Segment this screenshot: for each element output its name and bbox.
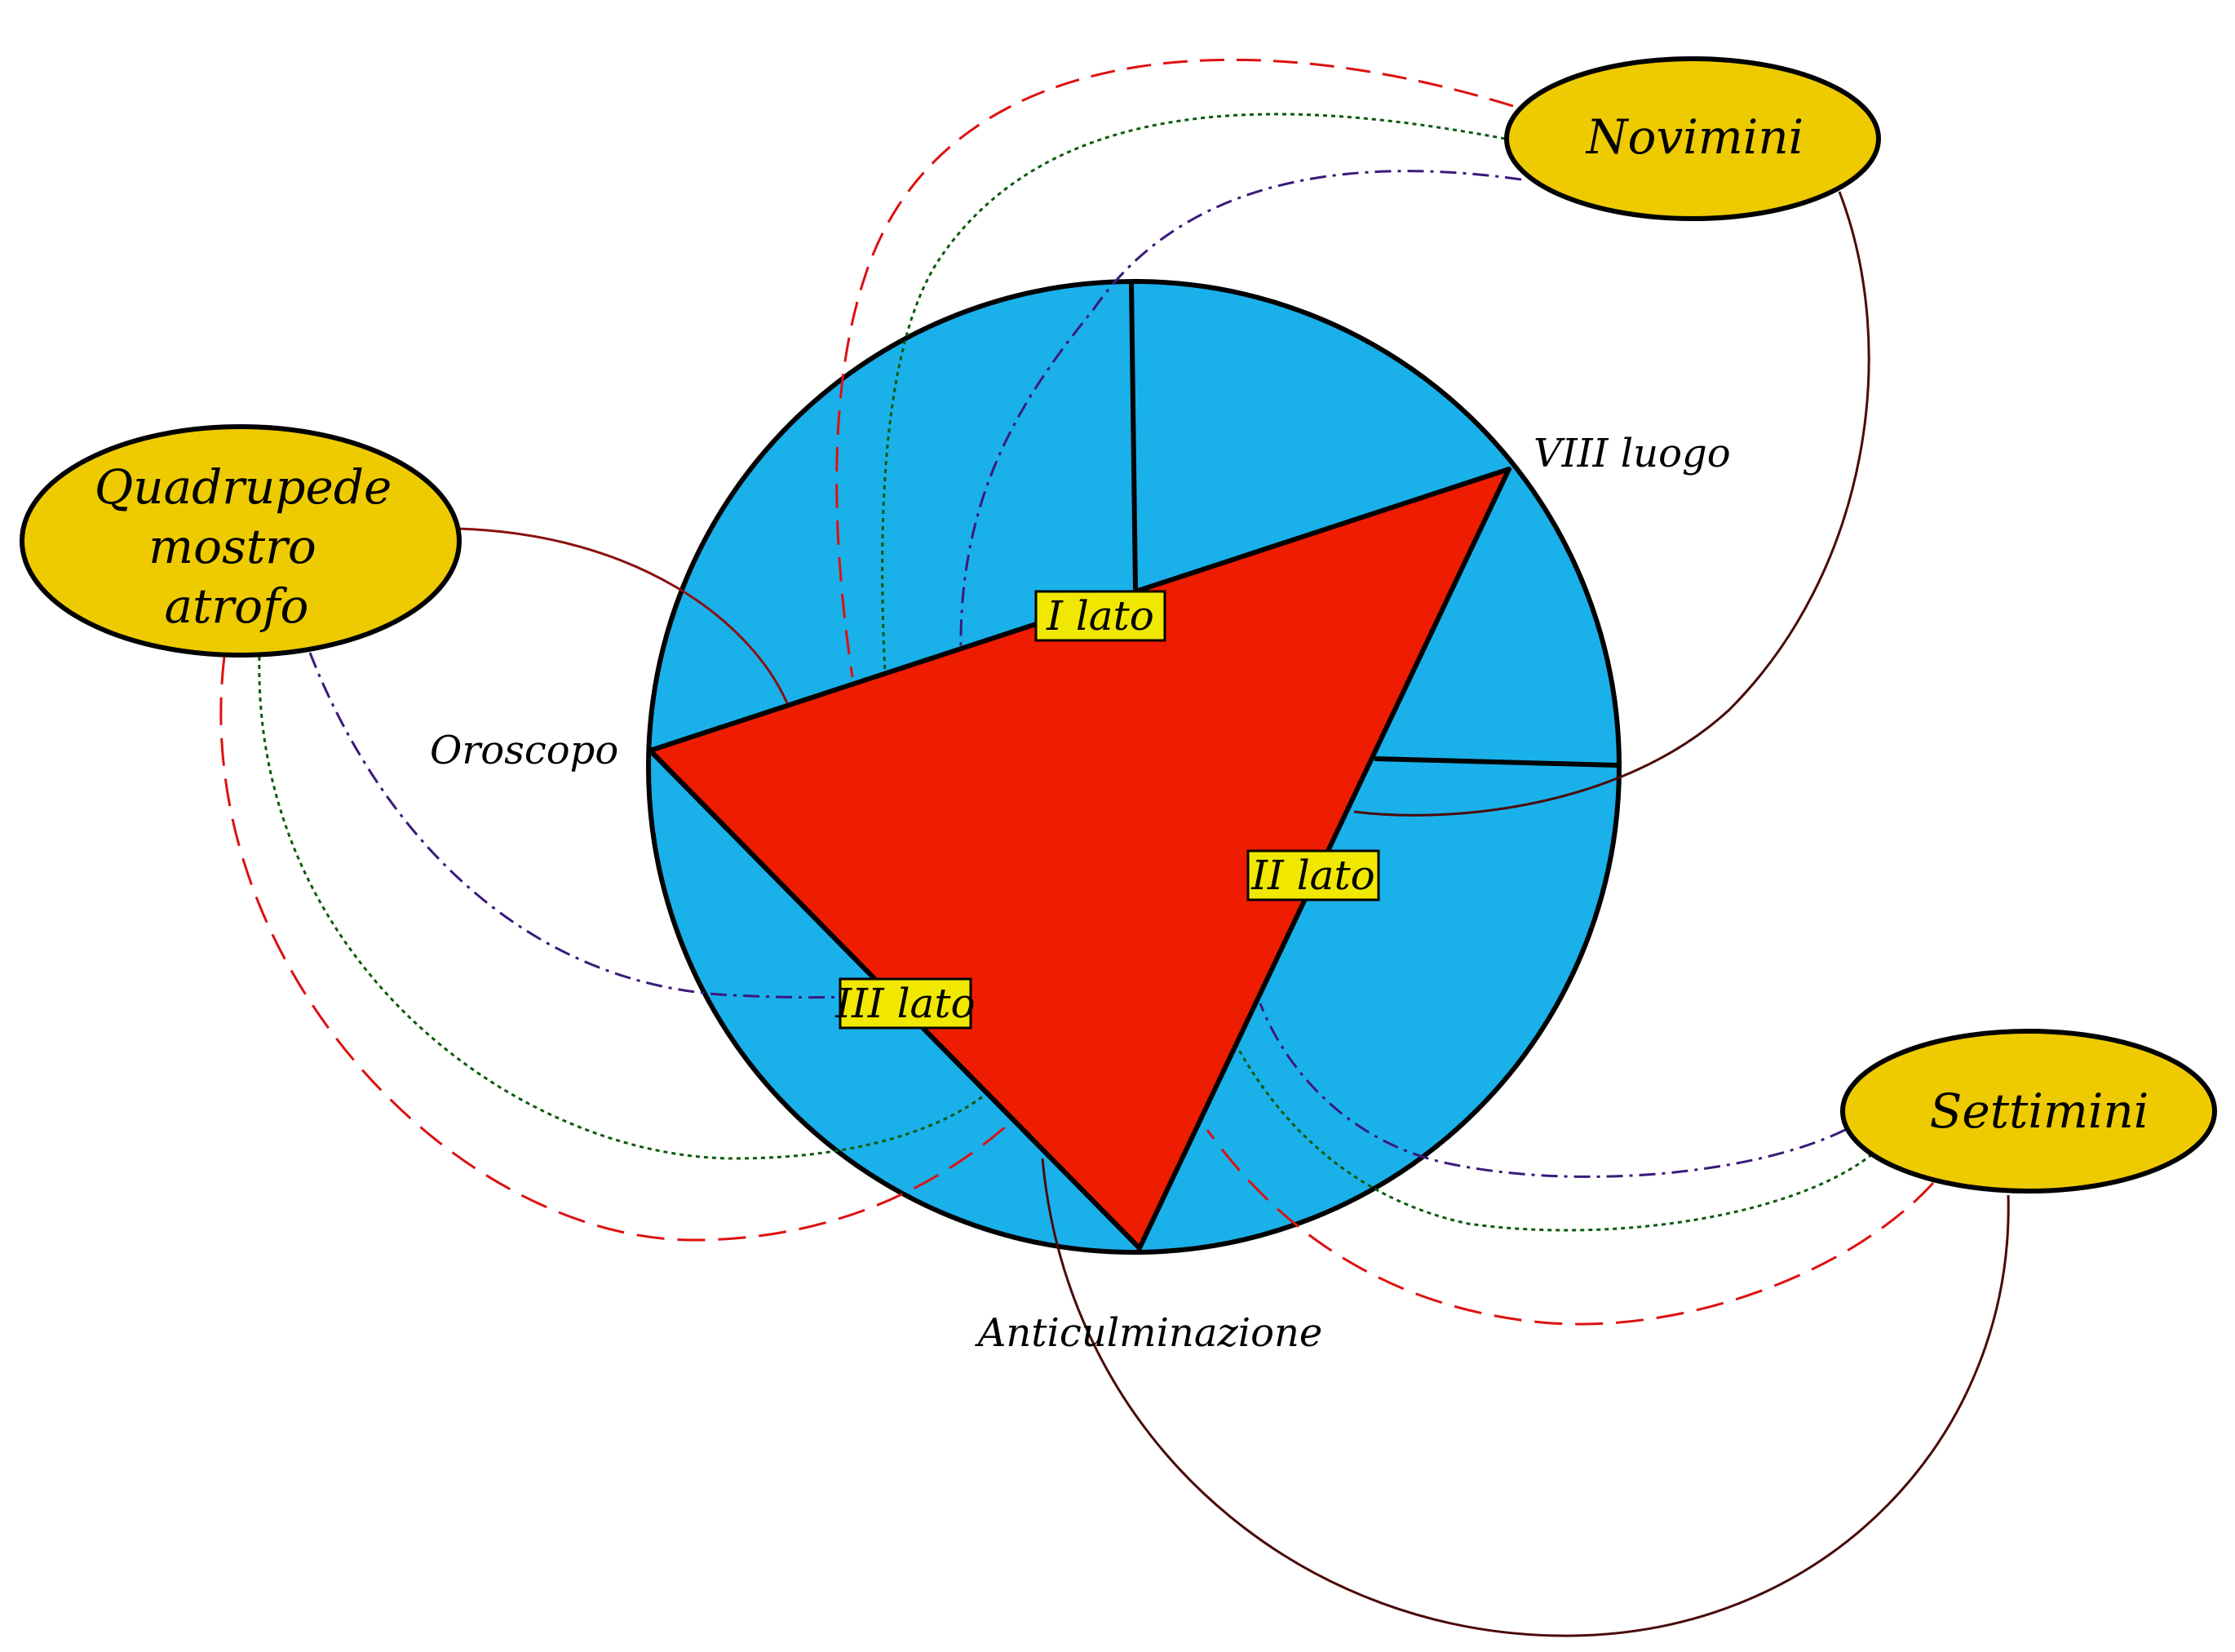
side-tag-i-lato: I lato <box>1034 590 1166 642</box>
side-tag-iii-lato: III lato <box>834 977 976 1030</box>
side-tag-iii-lato-text: III lato <box>834 980 975 1027</box>
node-settimini: Settimini <box>1840 1029 2217 1194</box>
label-anticulminazione: Anticulminazione <box>975 1310 1323 1356</box>
curve-settimini-green <box>1234 1043 1873 1232</box>
curve-settimini-purple <box>1259 1003 1846 1178</box>
curve-novimini-purple <box>959 170 1522 653</box>
curve-settimini-brown <box>1041 1158 2010 1637</box>
side-tag-ii-lato: II lato <box>1246 849 1380 901</box>
curve-quadrupede-green <box>258 656 988 1160</box>
node-settimini-text: Settimini <box>1930 1083 2149 1139</box>
label-viii-luogo: VIII luogo <box>1534 431 1731 476</box>
curve-quadrupede-darkred <box>458 527 789 704</box>
curve-quadrupede-purple <box>308 652 894 999</box>
division-line-right <box>1374 756 1618 768</box>
node-novimini: Novimini <box>1504 56 1881 221</box>
curve-novimini-brown <box>1353 191 1870 817</box>
side-tag-ii-lato-text: II lato <box>1250 852 1374 899</box>
node-quadrupede-line1: Quadrupede <box>95 459 392 515</box>
label-oroscopo: Oroscopo <box>430 728 618 773</box>
node-novimini-text: Novimini <box>1585 109 1803 165</box>
curve-quadrupede-red <box>219 656 1017 1242</box>
side-tag-i-lato-text: I lato <box>1046 592 1154 640</box>
curve-settimini-red <box>1206 1129 1935 1326</box>
curve-novimini-red <box>835 58 1514 678</box>
node-quadrupede-line2: mostro <box>148 519 316 574</box>
node-quadrupede-mostro-atrofo: Quadrupede mostro atrofo <box>20 424 462 658</box>
curve-novimini-green <box>881 113 1506 674</box>
division-line-top <box>1129 281 1138 590</box>
node-quadrupede-line3: atrofo <box>165 578 309 634</box>
